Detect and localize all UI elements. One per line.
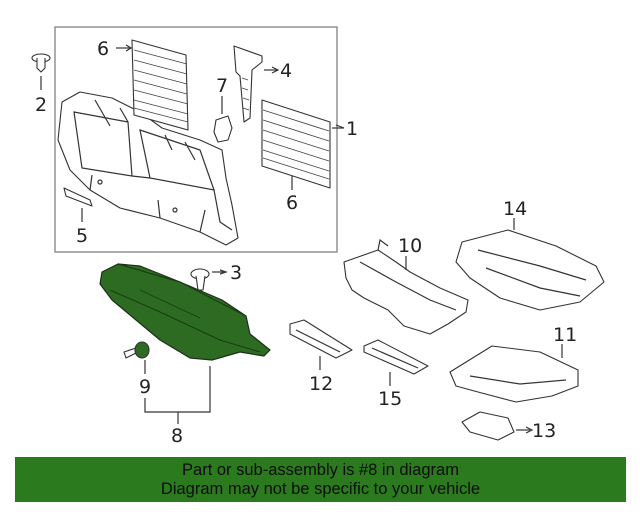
part-14-undershield	[455, 218, 605, 311]
callout-5: 5	[76, 225, 88, 247]
radiator-support-frame	[57, 91, 239, 246]
callout-8: 8	[171, 425, 183, 447]
callout-9: 9	[139, 376, 151, 398]
part-4-bracket	[233, 45, 278, 123]
callout-4: 4	[280, 60, 292, 82]
parts-diagram: 1 2 3 4 5 6 6 7 8 9 10 11 12 13 14 15	[31, 26, 605, 447]
notice-line-2: Diagram may not be specific to your vehi…	[160, 480, 481, 498]
part-15-plate	[363, 339, 429, 386]
callout-1: 1	[346, 118, 358, 140]
part-7-seal	[213, 96, 233, 143]
callout-13: 13	[532, 420, 556, 442]
part-10-skid-frame	[343, 238, 469, 335]
callout-2: 2	[35, 94, 47, 116]
part-9-bolt	[123, 341, 150, 374]
callout-14: 14	[503, 198, 527, 220]
assembly-inset-box	[54, 26, 338, 253]
notice-banner: Part or sub-assembly is #8 in diagram Di…	[15, 457, 626, 502]
notice-line-1: Part or sub-assembly is #8 in diagram	[182, 461, 459, 479]
callout-15: 15	[378, 388, 402, 410]
callout-6-upper: 6	[97, 38, 109, 60]
callout-7: 7	[216, 75, 228, 97]
part-11-splash-shield	[449, 344, 579, 403]
callout-10: 10	[398, 235, 422, 257]
part-8-leader	[144, 366, 211, 424]
part-6-upper-shutter	[116, 39, 189, 131]
part-6-lower-shutter	[261, 99, 344, 190]
callout-11: 11	[553, 324, 577, 346]
part-2-push-pin	[31, 53, 51, 90]
part-8-deflector-highlighted	[99, 263, 271, 361]
part-13-small-shield	[461, 411, 530, 441]
part-5-clip	[63, 187, 93, 222]
callout-12: 12	[309, 373, 333, 395]
part-3-bolt	[190, 268, 226, 291]
callout-6-lower: 6	[286, 192, 298, 214]
part-12-plate	[289, 319, 353, 370]
callout-3: 3	[230, 262, 242, 284]
